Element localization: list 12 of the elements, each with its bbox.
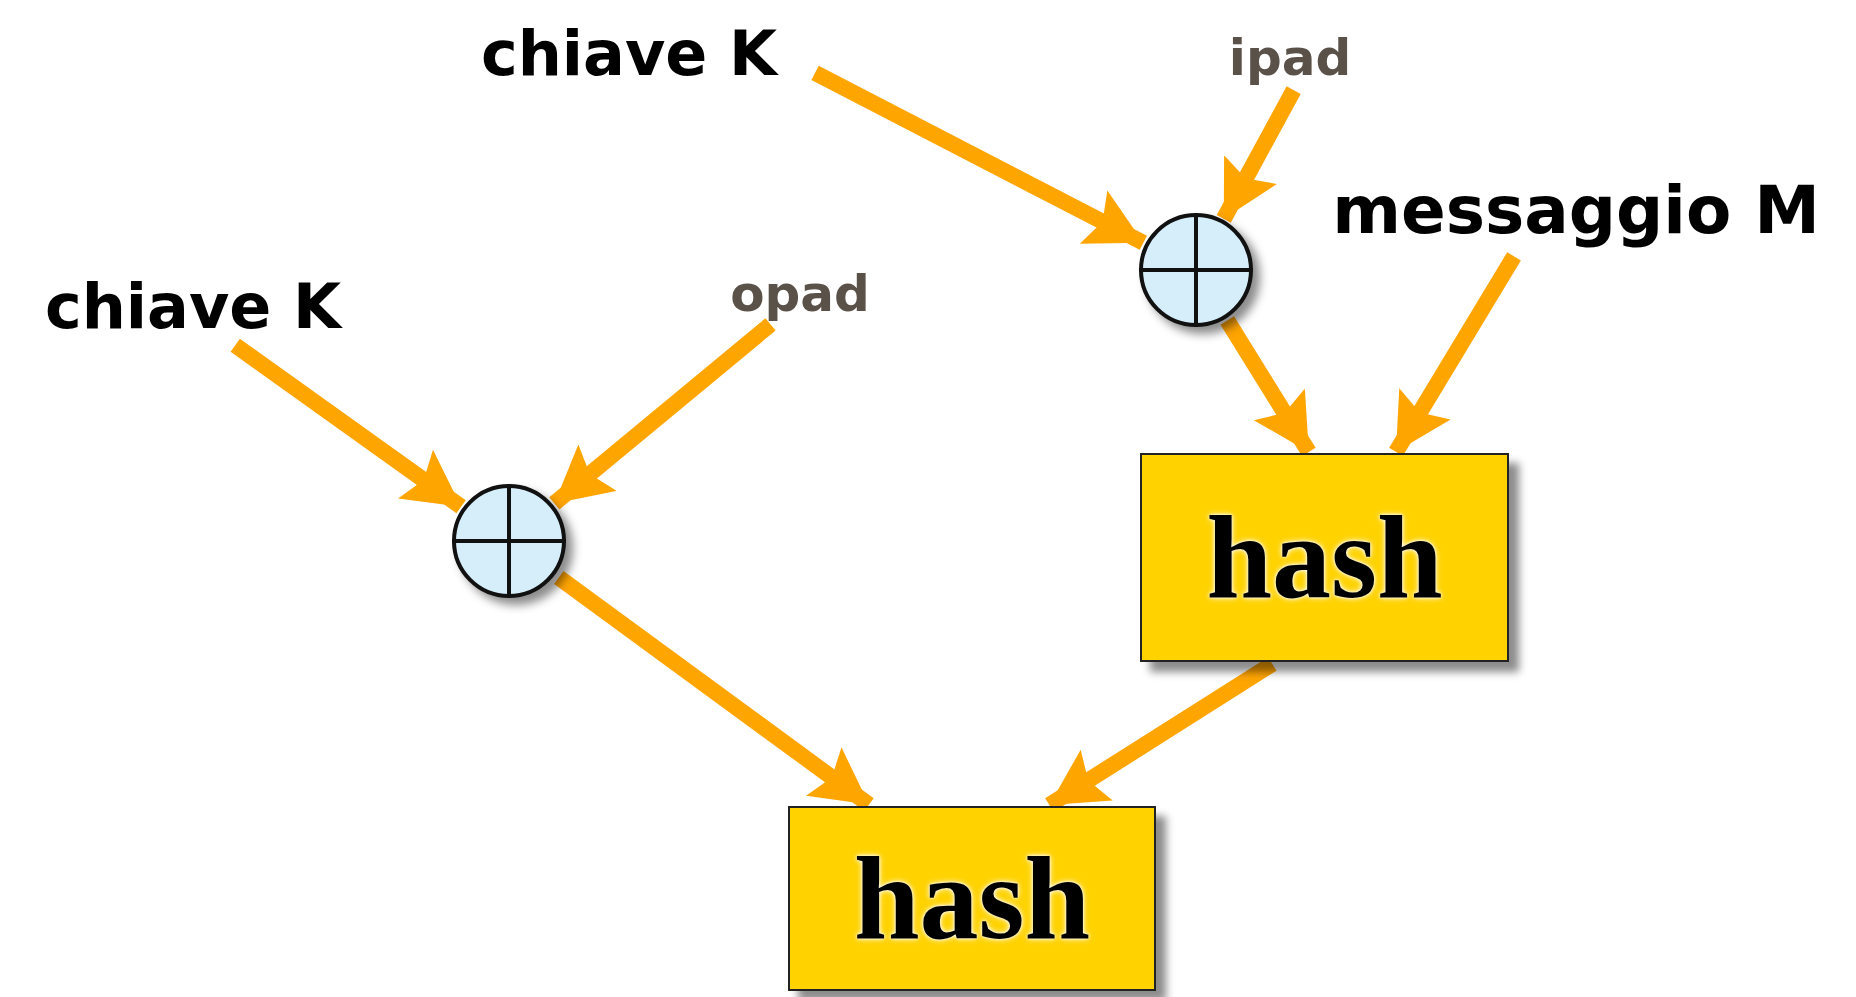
padding-label: opad	[724, 266, 876, 322]
arrow	[811, 65, 1147, 250]
arrow	[1389, 252, 1521, 456]
input-label: chiave K	[10, 270, 376, 343]
padding-label: ipad	[1225, 28, 1355, 88]
hash-box: hash	[788, 806, 1156, 991]
hash-box: hash	[1140, 453, 1509, 662]
arrow	[549, 318, 776, 510]
arrow	[1216, 86, 1301, 223]
input-label: chiave K	[447, 18, 811, 89]
arrow	[230, 338, 466, 514]
input-label: messaggio M	[1302, 166, 1850, 254]
